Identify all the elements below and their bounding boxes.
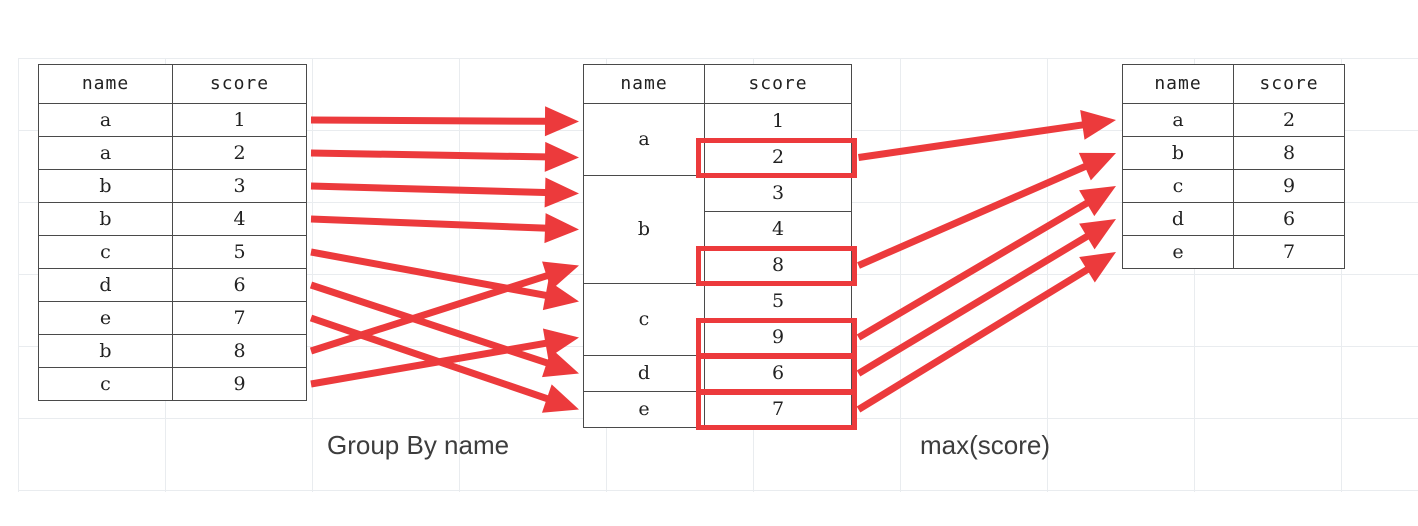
result-col-score: score [1233,64,1345,104]
grouped-col-name: name [583,64,705,104]
table-row: 4 [584,211,852,248]
source-cell-score: 7 [172,301,307,335]
result-col-name: name [1122,64,1234,104]
result-cell-score: 2 [1233,103,1345,137]
grid-line-vertical [1341,58,1342,492]
grouped-cell-name: c [583,283,705,356]
source-cell-name: a [38,103,173,137]
result-cell-score: 6 [1233,202,1345,236]
grouped-cell-name: b [583,175,705,284]
source-cell-score: 4 [172,202,307,236]
caption-group-by: Group By name [327,430,510,460]
source-cell-score: 1 [172,103,307,137]
result-cell-name: c [1122,169,1234,203]
source-cell-name: b [38,169,173,203]
source-cell-name: c [38,235,173,269]
grouped-cell-score: 5 [704,283,852,320]
grouped-cell-score: 3 [704,175,852,212]
grouped-cell-score: 4 [704,211,852,248]
grouped-cell-score: 2 [704,139,852,176]
result-cell-score: 7 [1233,235,1345,269]
table-header-row: name score [38,64,307,104]
grid-line-vertical [1194,58,1195,492]
table-header-row: name score [583,64,852,104]
grid-line-horizontal [18,58,1418,59]
result-cell-score: 9 [1233,169,1345,203]
result-cell-name: d [1122,202,1234,236]
result-cell-name: a [1122,103,1234,137]
grid-line-horizontal [18,490,1418,491]
grid-line-vertical [459,58,460,492]
table-row: 2 [584,139,852,176]
grid-line-vertical [1047,58,1048,492]
grouped-cell-score: 7 [704,391,852,428]
table-row: 9 [584,319,852,356]
grouped-cell-name: a [583,103,705,176]
source-cell-name: e [38,301,173,335]
grid-line-vertical [312,58,313,492]
grouped-cell-score: 9 [704,319,852,356]
source-cell-score: 6 [172,268,307,302]
source-col-score: score [172,64,307,104]
source-cell-score: 5 [172,235,307,269]
source-cell-name: d [38,268,173,302]
source-col-name: name [38,64,173,104]
table-row: 8 [584,247,852,284]
grouped-cell-score: 1 [704,103,852,140]
source-cell-score: 8 [172,334,307,368]
grouped-cell-name: e [583,391,705,428]
grouped-cell-name: d [583,355,705,392]
source-cell-name: b [38,334,173,368]
grouped-col-score: score [704,64,852,104]
source-cell-name: a [38,136,173,170]
grid-line-vertical [18,58,19,492]
source-cell-score: 3 [172,169,307,203]
result-cell-score: 8 [1233,136,1345,170]
grid-line-vertical [900,58,901,492]
result-cell-name: b [1122,136,1234,170]
source-cell-name: c [38,367,173,401]
result-cell-name: e [1122,235,1234,269]
source-cell-name: b [38,202,173,236]
caption-max-score: max(score) [920,430,1051,460]
grouped-cell-score: 6 [704,355,852,392]
grouped-cell-score: 8 [704,247,852,284]
table-header-row: name score [1122,64,1345,104]
source-cell-score: 2 [172,136,307,170]
source-cell-score: 9 [172,367,307,401]
